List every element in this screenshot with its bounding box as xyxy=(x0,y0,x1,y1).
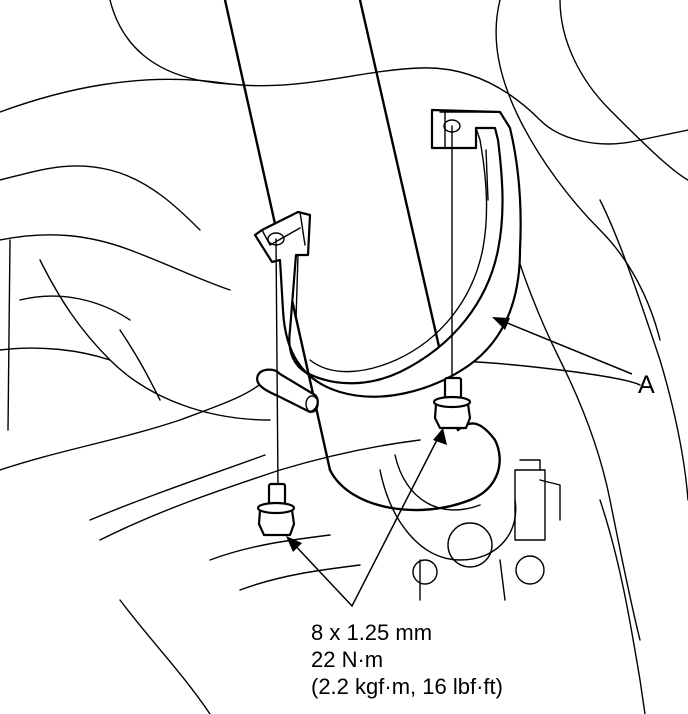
bolt-torque-alt: (2.2 kgf·m, 16 lbf·ft) xyxy=(311,674,503,699)
part-label-a: A xyxy=(638,371,655,399)
arrowhead-right-bolt xyxy=(433,428,447,445)
bolt-size: 8 x 1.25 mm xyxy=(311,620,433,645)
leader-lines xyxy=(286,317,633,608)
bolt-alignment-lines xyxy=(275,125,453,489)
arrowhead-left-bolt xyxy=(286,536,302,552)
locating-pin xyxy=(256,368,319,414)
exhaust-hanger-bracket xyxy=(253,108,522,398)
arrowhead-a xyxy=(492,317,510,330)
bolt-left xyxy=(256,482,296,537)
flange-nuts xyxy=(412,459,561,585)
bolt-spec-callout: 8 x 1.25 mm 22 N·m (2.2 kgf·m, 16 lbf·ft… xyxy=(311,619,503,700)
bolt-right xyxy=(432,376,472,430)
bolt-torque-nm: 22 N·m xyxy=(311,647,384,672)
